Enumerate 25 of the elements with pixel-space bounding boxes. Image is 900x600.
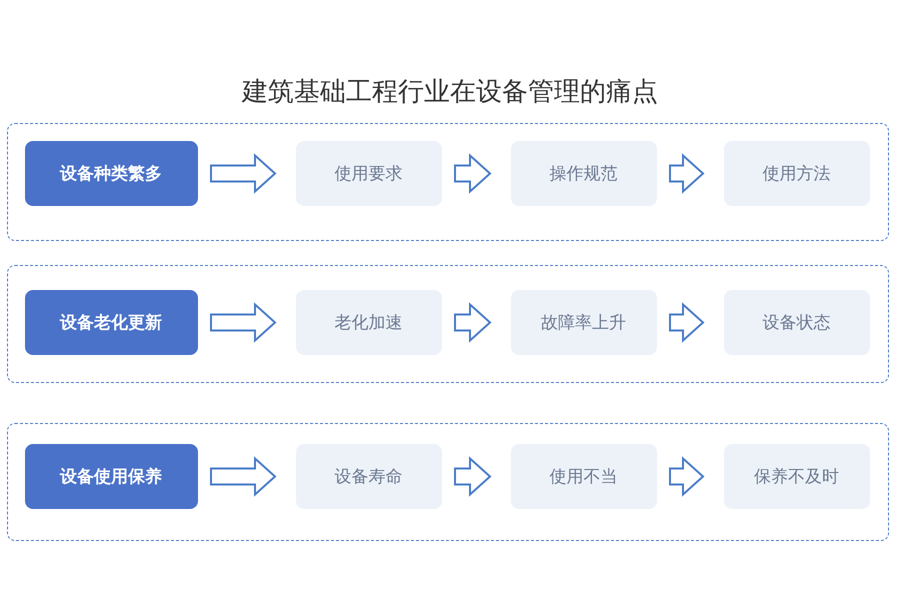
category-box: 设备种类繁多 [24,140,198,206]
issue-box: 使用方法 [724,140,870,206]
issue-box: 操作规范 [510,140,656,206]
arrow [454,153,492,194]
arrow [454,456,492,497]
issue-box: 老化加速 [296,290,442,354]
arrow [210,302,276,343]
issue-box: 使用不当 [510,444,656,508]
dashed-panel [7,123,889,241]
dashed-panel [7,423,889,541]
arrow [669,456,704,497]
issue-box: 设备状态 [724,290,870,354]
arrow [454,302,492,343]
issue-box: 保养不及时 [724,444,870,508]
arrow [210,153,276,194]
issue-box: 故障率上升 [510,290,656,354]
arrow [210,456,276,497]
title: 建筑基础工程行业在设备管理的痛点 [240,76,659,109]
issue-box: 使用要求 [296,140,442,206]
arrow [669,302,704,343]
arrow [669,153,704,194]
dashed-panel [7,265,889,383]
category-box: 设备使用保养 [24,444,198,508]
issue-box: 设备寿命 [296,444,442,508]
category-box: 设备老化更新 [24,290,198,354]
